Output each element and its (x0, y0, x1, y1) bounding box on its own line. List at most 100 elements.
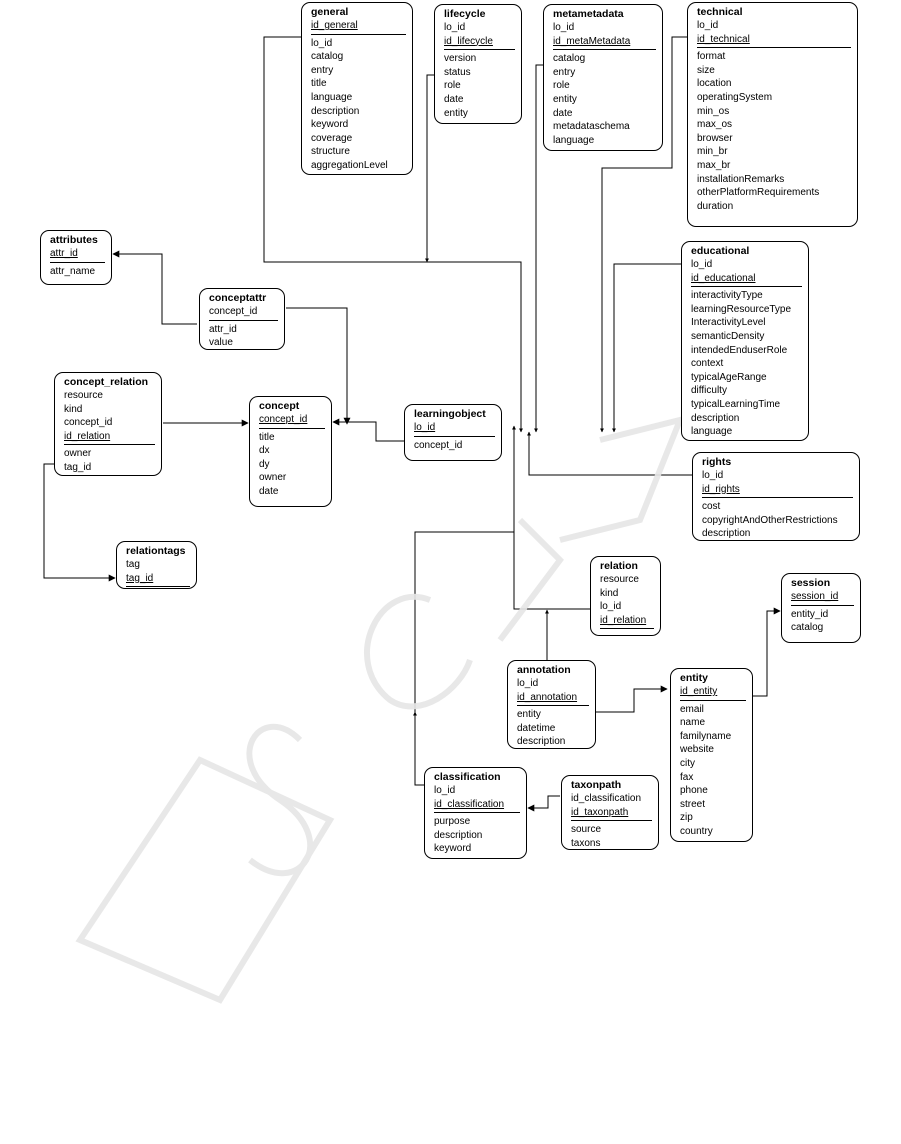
attribute-field: InteractivityLevel (691, 317, 766, 329)
table-title: session (791, 577, 831, 589)
connector-technical-learningobject (600, 36, 687, 433)
key-separator (517, 705, 589, 707)
attribute-field: max_br (697, 159, 731, 171)
attribute-field: tag_id (64, 461, 92, 473)
connector-taxonpath-classification (527, 795, 560, 812)
connector-metametadata-learningobject (534, 64, 543, 433)
connector-general-learningobject (263, 36, 523, 433)
attribute-field: name (680, 717, 706, 729)
attribute-field: datetime (517, 722, 556, 734)
attribute-field: semanticDensity (691, 330, 765, 342)
attribute-field: entity (553, 93, 577, 105)
attribute-field: dx (259, 445, 270, 457)
attribute-field: resource (64, 390, 103, 401)
primary-key-field: session_id (791, 591, 839, 602)
key-separator (434, 812, 520, 814)
attribute-field: fax (680, 771, 694, 783)
attribute-field: lo_id (517, 678, 539, 689)
attribute-field: lo_id (691, 259, 713, 270)
table-title: relation (600, 560, 638, 572)
attribute-field: learningResourceType (691, 303, 792, 315)
attribute-field: operatingSystem (697, 91, 773, 103)
attribute-field: role (553, 80, 570, 92)
attribute-field: size (697, 64, 715, 76)
attribute-field: version (444, 53, 477, 65)
connector-classification-learningobject (414, 531, 514, 786)
primary-key-field: lo_id (414, 422, 436, 433)
primary-key-field: id_relation (600, 614, 647, 626)
attribute-field: date (259, 485, 279, 497)
attribute-field: resource (600, 574, 639, 585)
table-title: annotation (517, 664, 571, 676)
attribute-field: tag (126, 559, 140, 570)
key-separator (571, 820, 652, 822)
primary-key-field: id_rights (702, 483, 740, 495)
key-separator (126, 586, 190, 588)
attribute-field: description (311, 105, 360, 117)
attribute-field: description (517, 736, 566, 748)
table-learningobject: learningobject lo_id concept_id (404, 404, 502, 461)
attribute-field: interactivityType (691, 290, 763, 302)
attribute-field: kind (600, 587, 619, 599)
attribute-field: typicalAgeRange (691, 371, 767, 383)
connector-entity-session (753, 607, 781, 697)
attribute-field: concept_id (414, 439, 463, 451)
key-separator (680, 699, 746, 701)
attribute-field: description (434, 829, 483, 841)
attribute-field: country (680, 825, 713, 837)
attribute-field: owner (259, 472, 287, 484)
attribute-field: id_classification (571, 793, 642, 804)
primary-key-field: id_taxonpath (571, 806, 629, 818)
attribute-field: structure (311, 146, 350, 158)
attribute-field: language (311, 91, 353, 103)
attribute-field: website (680, 744, 714, 756)
key-separator (600, 628, 654, 630)
table-title: conceptattr (209, 292, 267, 304)
attribute-field: familyname (680, 730, 732, 742)
attribute-field: entity (517, 709, 541, 721)
attribute-field: purpose (434, 816, 471, 828)
table-title: educational (691, 245, 750, 257)
attribute-field: city (680, 757, 695, 769)
connector-conceptrelation-relationtags (43, 463, 116, 582)
attribute-field: keyword (434, 843, 472, 855)
key-separator (691, 286, 802, 288)
table-title: learningobject (414, 408, 486, 420)
table-title: concept (259, 400, 300, 412)
connector-learningobject-concept (332, 418, 404, 442)
attribute-field: cost (702, 501, 721, 513)
primary-key-field: id_technical (697, 33, 750, 45)
key-separator (311, 33, 406, 35)
attribute-field: description (691, 412, 740, 424)
key-separator (702, 497, 853, 499)
attribute-field: language (553, 134, 595, 146)
attribute-field: keyword (311, 119, 349, 131)
attribute-field: value (209, 337, 233, 349)
table-title: classification (434, 771, 501, 783)
attribute-field: metadataschema (553, 121, 630, 133)
primary-key-field: id_general (311, 20, 358, 31)
attribute-field: date (444, 93, 464, 105)
attribute-field: title (259, 431, 275, 443)
